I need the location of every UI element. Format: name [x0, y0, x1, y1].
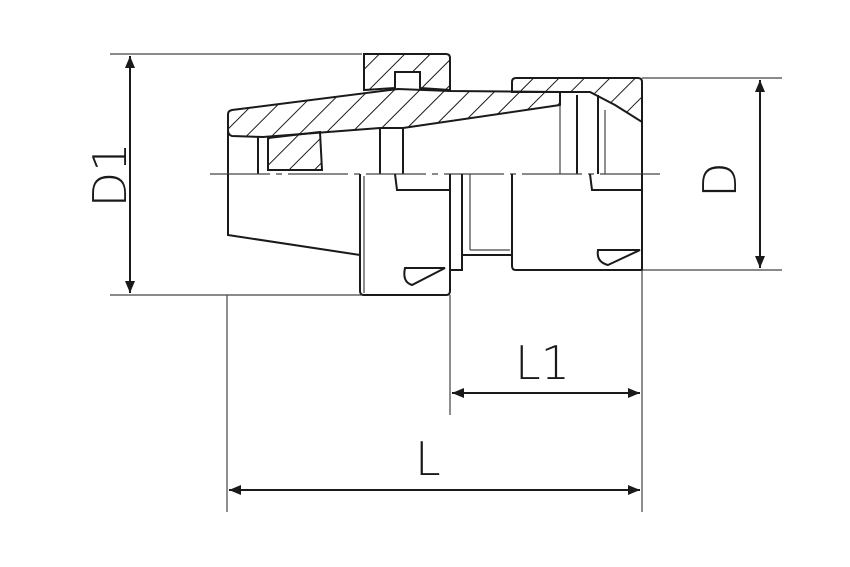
neck [449, 174, 463, 271]
wrench-slot-right [596, 249, 641, 267]
top-nut-section [363, 53, 451, 92]
collet-nut-right [511, 174, 643, 271]
l-label: L [415, 432, 441, 486]
inner-ring-section [267, 130, 324, 171]
taper-body-section [227, 87, 561, 139]
extension-lines [110, 53, 782, 512]
upper-section [227, 53, 643, 174]
wrench-slot-left [403, 267, 446, 287]
d-label: D [693, 162, 747, 198]
l1-label: L1 [515, 336, 570, 390]
right-nut-section [511, 77, 643, 124]
taper-shank [227, 174, 361, 256]
collet-nut-left [359, 174, 451, 296]
lower-view [227, 173, 643, 296]
d1-label: D1 [83, 142, 137, 208]
